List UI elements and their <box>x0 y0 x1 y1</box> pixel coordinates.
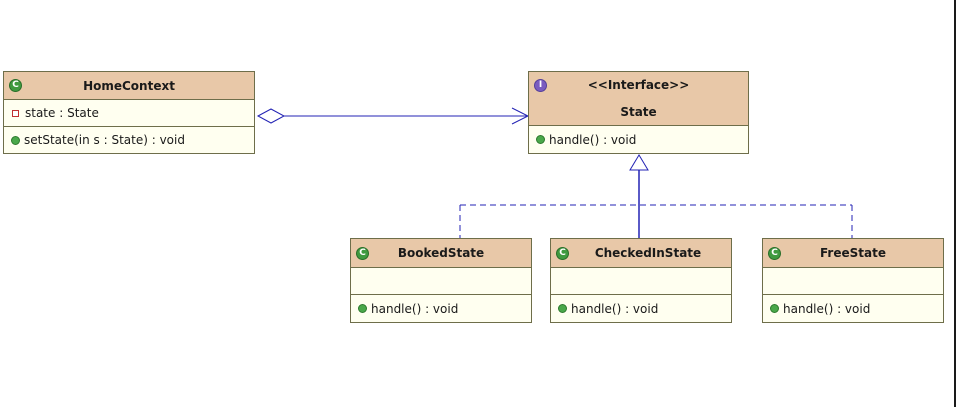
window-right-edge <box>954 0 956 407</box>
attributes-section <box>351 268 531 295</box>
operation: handle() : void <box>549 132 637 147</box>
public-visibility-icon <box>558 304 567 313</box>
class-icon: C <box>356 247 369 260</box>
interface-state[interactable]: I <<Interface>> State handle() : void <box>528 71 749 154</box>
operation: handle() : void <box>783 301 871 316</box>
class-name: HomeContext <box>83 79 175 93</box>
interface-name: State <box>620 105 657 119</box>
attributes-section <box>551 268 731 295</box>
class-header: C BookedState <box>351 239 531 268</box>
public-visibility-icon <box>11 135 20 145</box>
class-icon: C <box>768 247 781 260</box>
operations-section: handle() : void <box>529 126 748 153</box>
class-header: C HomeContext <box>4 72 254 100</box>
attributes-section: state : State <box>4 100 254 127</box>
class-checked-in-state[interactable]: C CheckedInState handle() : void <box>550 238 732 323</box>
class-name: FreeState <box>820 246 886 260</box>
stereotype-label: <<Interface>> <box>587 78 690 92</box>
operations-section: handle() : void <box>763 295 943 322</box>
operations-section: handle() : void <box>551 295 731 322</box>
class-header: C CheckedInState <box>551 239 731 268</box>
class-name: CheckedInState <box>594 246 702 260</box>
class-free-state[interactable]: C FreeState handle() : void <box>762 238 944 323</box>
interface-header: I <<Interface>> State <box>529 72 748 126</box>
public-visibility-icon <box>770 304 779 313</box>
class-icon: C <box>556 247 569 260</box>
class-icon: C <box>9 79 22 92</box>
public-visibility-icon <box>358 304 367 313</box>
aggregation-diamond <box>256 108 286 124</box>
class-booked-state[interactable]: C BookedState handle() : void <box>350 238 532 323</box>
operation: handle() : void <box>371 301 459 316</box>
operations-section: handle() : void <box>351 295 531 322</box>
private-visibility-icon <box>12 109 19 117</box>
attributes-section <box>763 268 943 295</box>
class-header: C FreeState <box>763 239 943 268</box>
class-home-context[interactable]: C HomeContext state : State setState(in … <box>3 71 255 154</box>
attribute: state : State <box>25 106 99 120</box>
class-name: BookedState <box>397 246 485 260</box>
operations-section: setState(in s : State) : void <box>4 127 254 153</box>
public-visibility-icon <box>536 135 545 144</box>
realization-triangle <box>629 154 649 171</box>
operation: setState(in s : State) : void <box>24 133 185 147</box>
operation: handle() : void <box>571 301 659 316</box>
interface-icon: I <box>534 79 547 92</box>
